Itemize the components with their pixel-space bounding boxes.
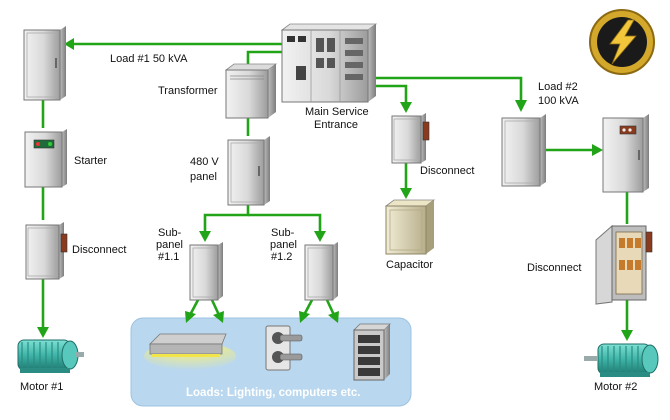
- wires: [37, 38, 633, 341]
- subpanel-1-2-label-line1: Sub-: [271, 227, 295, 239]
- subpanel-1-1-label-line1: Sub-: [158, 227, 182, 239]
- transformer-box: [224, 63, 278, 119]
- starter-box: [24, 129, 67, 188]
- subpanel-1-2-label-line3: #1.2: [271, 251, 292, 263]
- lightning-bolt-logo-icon: [589, 9, 655, 75]
- loads-label: Loads: Lighting, computers etc.: [186, 387, 360, 399]
- capacitor-box: [384, 199, 436, 255]
- transformer-label: Transformer: [158, 85, 218, 97]
- server-rack-icon: [353, 323, 391, 381]
- load2-label-line2: 100 kVA: [538, 95, 579, 107]
- subpanel-1-2-box: [304, 242, 338, 301]
- starter-label: Starter: [74, 155, 107, 167]
- panel-480v-label-line2: panel: [190, 171, 217, 183]
- disconnect-mid-label: Disconnect: [420, 165, 474, 177]
- disconnect-left-label: Disconnect: [72, 244, 126, 256]
- load1-label: Load #1 50 kVA: [110, 53, 188, 65]
- load2-cabinet: [501, 114, 546, 187]
- load1-cabinet: [23, 26, 66, 101]
- subpanel-1-1-box: [189, 242, 223, 301]
- motor1-icon: [17, 339, 84, 373]
- disconnect-left-box: [25, 222, 68, 280]
- panel-480v-box: [227, 136, 270, 206]
- main-service-entrance-cabinet: [280, 23, 378, 103]
- load2-label-line1: Load #2: [538, 81, 578, 93]
- panel-480v-label-line1: 480 V: [190, 156, 219, 168]
- motor2-icon: [584, 343, 659, 377]
- power-outlet-icon: [265, 325, 303, 371]
- light-fixture-icon: [144, 333, 236, 370]
- subpanel-1-2-label-line2: panel: [270, 239, 297, 251]
- motor2-label: Motor #2: [594, 381, 637, 393]
- main-service-label-line2: Entrance: [314, 119, 358, 131]
- disconnect-right-label: Disconnect: [527, 262, 581, 274]
- main-service-label-line1: Main Service: [305, 106, 369, 118]
- load2-starter-cabinet: [602, 114, 649, 193]
- subpanel-1-1-label-line3: #1.1: [158, 251, 179, 263]
- motor1-label: Motor #1: [20, 381, 63, 393]
- subpanel-1-1-label-line2: panel: [156, 239, 183, 251]
- disconnect-mid-box: [391, 113, 430, 164]
- disconnect-right-box: [595, 224, 653, 305]
- capacitor-label: Capacitor: [386, 259, 433, 271]
